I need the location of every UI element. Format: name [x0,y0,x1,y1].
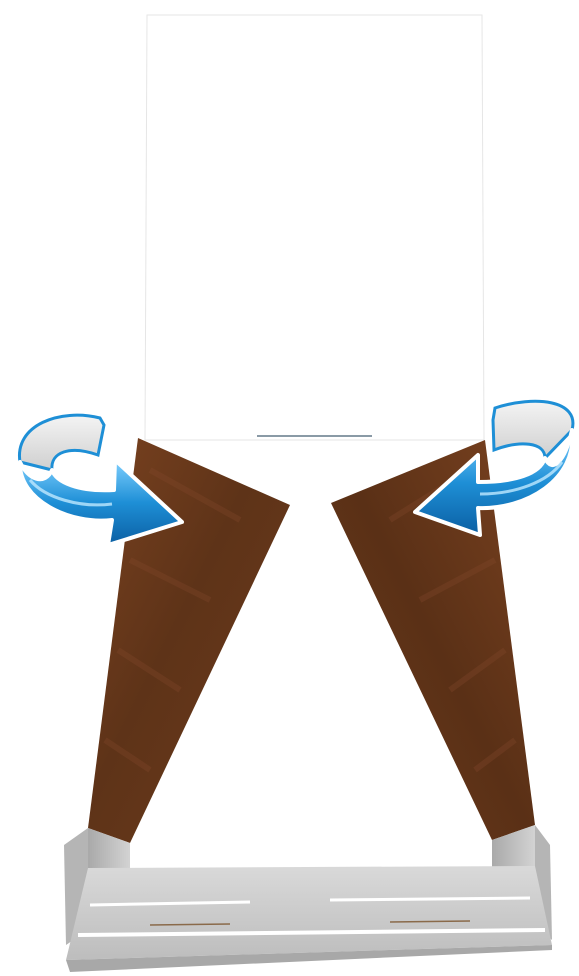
back-panel [145,15,484,440]
base-tray [64,825,552,972]
base-floor [66,866,552,960]
